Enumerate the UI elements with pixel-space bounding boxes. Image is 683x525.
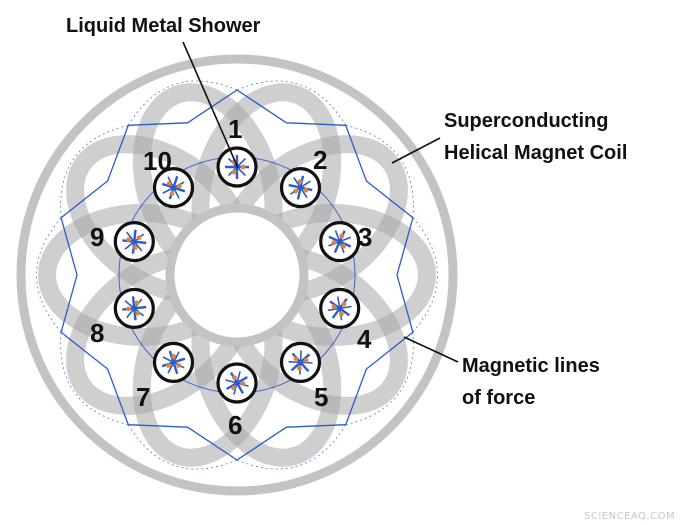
port-number-10: 10	[143, 146, 172, 176]
coil-label-line1: Superconducting	[444, 110, 609, 132]
watermark: SCIENCEAQ.COM	[584, 511, 676, 522]
field-lines-label-line2: of force	[462, 387, 536, 409]
shower-port-3	[319, 221, 361, 263]
port-number-2: 2	[313, 145, 328, 175]
shower-port-5	[279, 341, 322, 383]
field-lines-label-line1: Magnetic lines	[462, 355, 600, 377]
port-number-1: 1	[228, 114, 243, 144]
shower-port-10	[152, 167, 195, 209]
shower-port-2	[279, 167, 322, 209]
shower-pointer-line	[182, 41, 239, 169]
port-number-9: 9	[90, 222, 105, 252]
port-number-7: 7	[136, 382, 151, 412]
outer-vessel-ring	[16, 54, 458, 496]
port-number-8: 8	[90, 318, 105, 348]
shower-port-9	[113, 221, 155, 263]
field-pointer-line	[403, 336, 459, 363]
port-number-6: 6	[228, 410, 243, 440]
port-number-3: 3	[358, 222, 373, 252]
shower-port-4	[319, 287, 361, 329]
shower-port-6	[216, 362, 258, 404]
liquid-metal-shower-ports	[113, 146, 361, 404]
coil-label-line2: Helical Magnet Coil	[444, 142, 628, 164]
port-number-4: 4	[357, 324, 372, 354]
coil-pointer-line	[391, 137, 441, 164]
liquid-metal-shower-label: Liquid Metal Shower	[66, 15, 261, 37]
port-number-5: 5	[314, 382, 329, 412]
inner-wall-ring	[165, 203, 309, 347]
shower-port-8	[113, 287, 155, 329]
shower-port-7	[152, 341, 195, 383]
